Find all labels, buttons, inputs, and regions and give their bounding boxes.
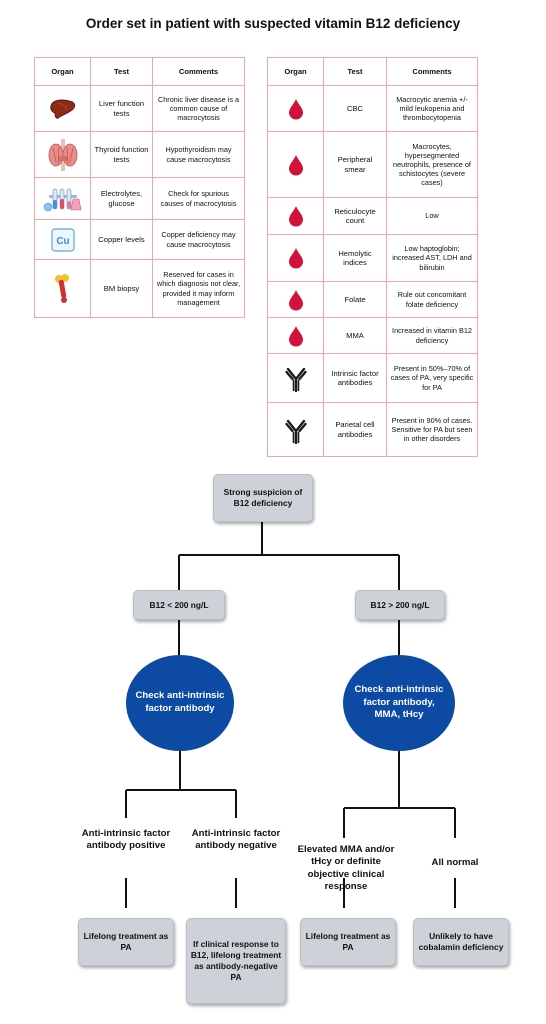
- table-row: Liver function tests Chronic liver disea…: [34, 85, 245, 132]
- organ-cell: [267, 353, 324, 403]
- test-cell: Folate: [323, 281, 387, 318]
- comment-cell: Chronic liver disease is a common cause …: [152, 85, 245, 132]
- comment-cell: Rule out concomitant folate deficiency: [386, 281, 478, 318]
- order-table-right: Organ Test Comments CBC Macrocytic anemi…: [267, 57, 478, 457]
- test-cell: Hemolytic indices: [323, 234, 387, 282]
- organ-cell: [267, 402, 324, 457]
- start-box: Strong suspicion of B12 deficiency: [213, 474, 313, 522]
- outcome-lifelong-pa-box: Lifelong treatment as PA: [78, 918, 174, 966]
- test-tubes-icon: [43, 188, 81, 211]
- table-row: MMA Increased in vitamin B12 deficiency: [267, 317, 478, 354]
- comment-cell: Present in 50%–70% of cases of PA, very …: [386, 353, 478, 403]
- comment-cell: Reserved for cases in which diagnosis no…: [152, 259, 245, 318]
- organ-cell: [34, 259, 91, 318]
- bone-icon: [54, 273, 69, 303]
- comment-cell: Macrocytic anemia +/- mild leukopenia an…: [386, 85, 478, 132]
- table-row: Hemolytic indices Low haptoglobin; incre…: [267, 234, 478, 282]
- organ-cell: [267, 197, 324, 235]
- blood-drop-icon: [288, 289, 303, 310]
- outcome-lifelong-pa-box-2: Lifelong treatment as PA: [300, 918, 396, 966]
- antibody-positive-label: Anti-intrinsic factor antibody positive: [81, 828, 171, 852]
- table-row: Intrinsic factor antibodies Present in 5…: [267, 353, 478, 403]
- test-cell: Reticulocyte count: [323, 197, 387, 235]
- table-row: BM biopsy Reserved for cases in which di…: [34, 259, 245, 318]
- organ-cell: [34, 131, 91, 178]
- table-row: Reticulocyte count Low: [267, 197, 478, 235]
- blood-drop-icon: [288, 98, 303, 119]
- test-cell: Parietal cell antibodies: [323, 402, 387, 457]
- b12-high-box: B12 > 200 ng/L: [355, 590, 445, 620]
- test-cell: Electrolytes, glucose: [90, 177, 153, 220]
- table-row: Cu Copper levels Copper deficiency may c…: [34, 219, 245, 260]
- table-row: Parietal cell antibodies Present in 90% …: [267, 402, 478, 457]
- comment-cell: Present in 90% of cases. Sensitive for P…: [386, 402, 478, 457]
- test-cell: Thyroid function tests: [90, 131, 153, 178]
- antibody-icon: [284, 367, 307, 392]
- copper-symbol: Cu: [56, 236, 69, 247]
- test-cell: Peripheral smear: [323, 131, 387, 198]
- antibody-negative-label: Anti-intrinsic factor antibody negative: [191, 828, 281, 852]
- blood-drop-icon: [288, 325, 303, 346]
- all-normal-label: All normal: [431, 857, 479, 868]
- page-title: Order set in patient with suspected vita…: [85, 16, 461, 31]
- comment-cell: Low: [386, 197, 478, 235]
- comment-cell: Increased in vitamin B12 deficiency: [386, 317, 478, 354]
- blood-drop-icon: [288, 248, 303, 269]
- outcome-unlikely-box: Unlikely to have cobalamin deficiency: [413, 918, 509, 966]
- organ-cell: [34, 85, 91, 132]
- thyroid-icon: [48, 138, 77, 171]
- blood-drop-icon: [288, 154, 303, 175]
- organ-cell: Cu: [34, 219, 91, 260]
- test-cell: Intrinsic factor antibodies: [323, 353, 387, 403]
- organ-cell: [267, 234, 324, 282]
- check-antibody-circle: Check anti-intrinsic factor antibody: [126, 655, 234, 751]
- table-row: Folate Rule out concomitant folate defic…: [267, 281, 478, 318]
- table-row: CBC Macrocytic anemia +/- mild leukopeni…: [267, 85, 478, 132]
- blood-drop-icon: [288, 206, 303, 227]
- test-cell: Liver function tests: [90, 85, 153, 132]
- elevated-label: Elevated MMA and/or tHcy or definite obj…: [297, 844, 395, 893]
- check-antibody-mma-circle: Check anti-intrinsic factor antibody, MM…: [343, 655, 455, 751]
- outcome-antibody-negative-box: If clinical response to B12, lifelong tr…: [186, 918, 286, 1004]
- table-header-row: Organ Test Comments: [34, 57, 245, 86]
- antibody-icon: [284, 419, 307, 444]
- comment-cell: Low haptoglobin; increased AST, LDH and …: [386, 234, 478, 282]
- order-table-left: Organ Test Comments Liver function tests…: [34, 57, 245, 318]
- organ-cell: [267, 317, 324, 354]
- b12-low-box: B12 < 200 ng/L: [133, 590, 225, 620]
- liver-icon: [49, 99, 75, 119]
- copper-element-icon: Cu: [50, 227, 75, 252]
- comment-cell: Copper deficiency may cause macrocytosis: [152, 219, 245, 260]
- table-row: Electrolytes, glucose Check for spurious…: [34, 177, 245, 220]
- organ-cell: [267, 131, 324, 198]
- table-row: Thyroid function tests Hypothyroidism ma…: [34, 131, 245, 178]
- test-cell: CBC: [323, 85, 387, 132]
- test-cell: BM biopsy: [90, 259, 153, 318]
